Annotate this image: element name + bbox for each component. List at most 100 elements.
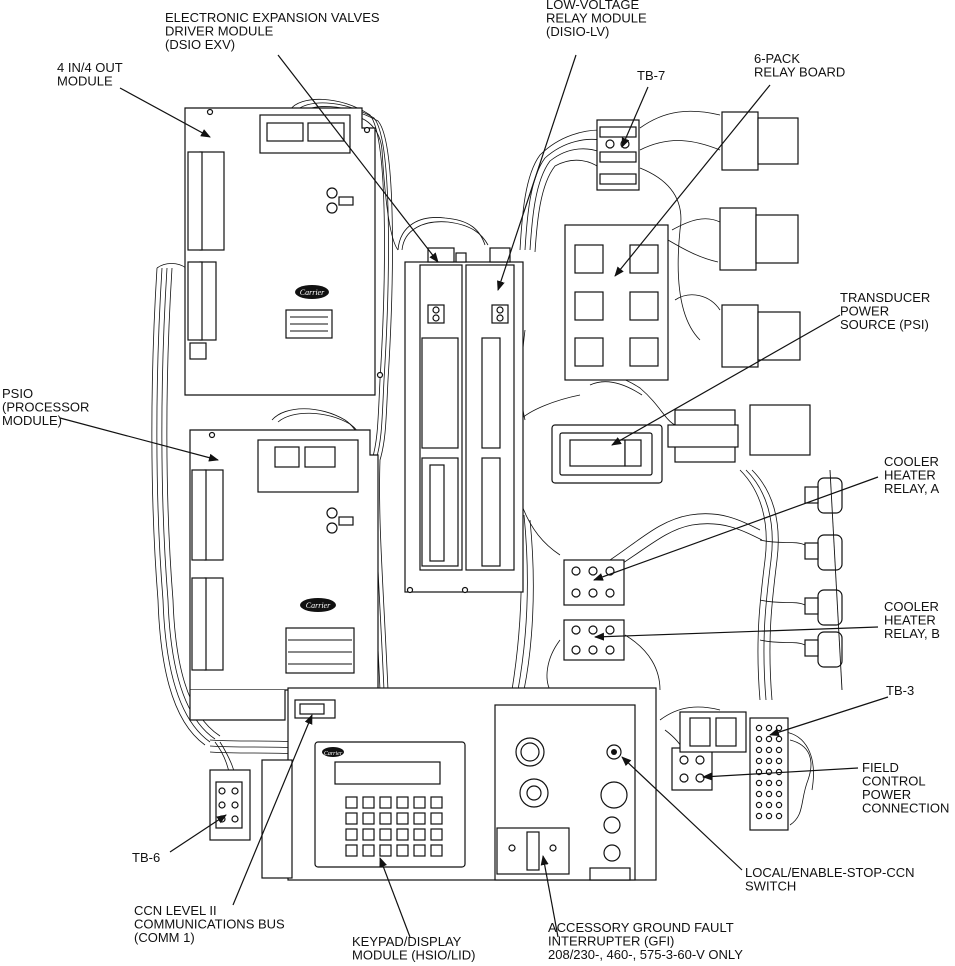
terminal-screw [775,724,783,732]
terminal-screw [755,801,763,809]
heater-connectors [804,469,843,691]
tb7-terminal-block [596,119,640,191]
keypad-display-module [314,741,466,868]
callout-line: 4 IN/4 OUT [57,60,123,75]
keypad-key[interactable] [362,828,375,841]
keypad-key[interactable] [396,828,409,841]
callout-line: HEATER [884,468,936,483]
keypad-key[interactable] [362,844,375,857]
callout-line: (DISIO-LV) [546,24,609,39]
keypad-key[interactable] [413,828,426,841]
brand-logo-lower: Carrier [306,601,331,610]
callout-line: COOLER [884,454,939,469]
keypad-key[interactable] [396,812,409,825]
keypad-key[interactable] [430,844,443,857]
keypad-key[interactable] [345,828,358,841]
wiring-harness [151,98,814,826]
keypad-key[interactable] [413,796,426,809]
terminal-screw [775,801,783,809]
terminal-screw [765,801,773,809]
terminal-screw [765,757,773,765]
callout-line: MODULE [57,74,113,89]
keypad-key[interactable] [379,812,392,825]
callout-line: (PROCESSOR [2,400,89,415]
callout-line: DRIVER MODULE [165,24,274,39]
callout-line: 6-PACK [754,51,800,66]
callout-line: RELAY BOARD [754,65,845,80]
terminal-screw [765,724,773,732]
keypad-key[interactable] [379,828,392,841]
keypad-key[interactable] [345,796,358,809]
gfi-region [494,704,636,881]
callout-line: POWER [840,304,889,319]
terminal-screw [775,735,783,743]
brand-logo-upper: Carrier [300,288,325,297]
keypad-key[interactable] [396,844,409,857]
tb6-terminal-block [209,769,251,841]
terminal-screw [755,812,763,820]
callout-line: (DSIO EXV) [165,37,235,52]
terminal-screw [765,779,773,787]
terminal-screw [755,724,763,732]
keypad-key[interactable] [379,844,392,857]
callout-line: FIELD [862,760,899,775]
callout-line: TRANSDUCER [840,290,930,305]
callout-line: CONTROL [862,774,926,789]
callout-line: SOURCE (PSI) [840,317,929,332]
terminal-screw [775,790,783,798]
terminal-screw [775,779,783,787]
callout-line: TB-6 [132,850,160,865]
terminal-screw [755,779,763,787]
callout-line: LOW-VOLTAGE [546,0,640,12]
keypad-key[interactable] [413,812,426,825]
brand-logo-keypad: Carrier [324,751,343,757]
cooler-heater-relay-b [563,619,625,661]
callout-line: MODULE) [2,413,62,428]
keypad-key[interactable] [345,812,358,825]
keypad-key[interactable] [362,812,375,825]
terminal-screw [755,757,763,765]
terminal-screw [765,790,773,798]
local-enable-stop-ccn-switch[interactable] [606,744,622,760]
callout-line: SWITCH [745,879,796,894]
keypad-key[interactable] [396,796,409,809]
terminal-screw [775,746,783,754]
callout-line: ACCESSORY GROUND FAULT [548,920,734,935]
callout-line: TB-7 [637,68,665,83]
callout-line: TB-3 [886,683,914,698]
callout-line: COMMUNICATIONS BUS [134,917,285,932]
keypad-key[interactable] [379,796,392,809]
callout-line: RELAY, B [884,626,940,641]
callout-line: KEYPAD/DISPLAY [352,934,462,949]
keypad-key[interactable] [430,796,443,809]
dsio-modules [404,247,524,594]
terminal-screw [765,735,773,743]
field-control-power-block [671,711,747,791]
keypad-key[interactable] [430,812,443,825]
contactors [667,111,811,463]
terminal-screw [775,757,783,765]
terminal-screw [755,790,763,798]
keypad-key[interactable] [413,844,426,857]
callout-line: CONNECTION [862,801,949,816]
cooler-heater-relay-a [563,559,625,606]
terminal-screw [775,812,783,820]
callout-line: INTERRUPTER (GFI) [548,934,674,949]
label-tb7: TB-7 [637,68,665,83]
keypad-key[interactable] [430,828,443,841]
keypad-key[interactable] [362,796,375,809]
callout-line: ELECTRONIC EXPANSION VALVES [165,10,380,25]
keypad-key[interactable] [345,844,358,857]
keypad-keys [345,796,443,857]
callout-line: POWER [862,787,911,802]
